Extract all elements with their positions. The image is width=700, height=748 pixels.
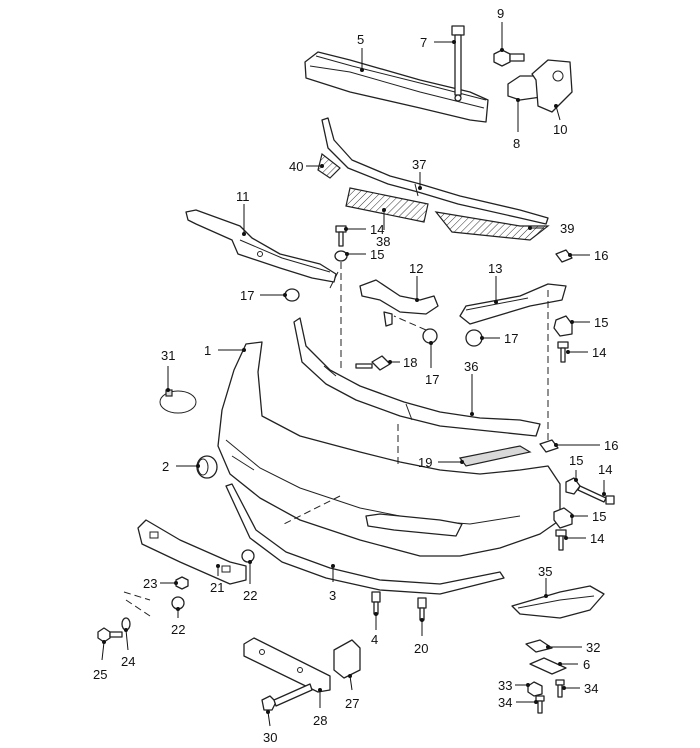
callout-9: 9 [497,6,504,21]
callout-18: 18 [403,355,417,370]
part-grille-center [345,187,429,223]
callout-5: 5 [357,32,364,47]
callout-16-lower: 16 [604,438,618,453]
callout-30: 30 [263,730,277,745]
callout-7: 7 [420,35,427,50]
part-upper-strip [321,117,549,225]
part-spoiler-lip [225,483,505,595]
callout-13: 13 [488,261,502,276]
callout-27: 27 [345,696,359,711]
callout-11: 11 [236,189,250,204]
callout-28: 28 [313,713,327,728]
part-cable [159,389,197,414]
callout-31: 31 [161,348,175,363]
callout-12: 12 [409,261,423,276]
callout-14-right-upper: 14 [592,345,606,360]
part-bolt-30 [261,683,313,711]
callout-15-right-upper: 15 [594,315,608,330]
callout-17-center: 17 [425,372,439,387]
callout-24: 24 [121,654,135,669]
callout-17-right: 17 [504,331,518,346]
callout-25: 25 [93,667,107,682]
callout-6: 6 [583,657,590,672]
callout-8: 8 [513,136,520,151]
callout-20: 20 [414,641,428,656]
callout-19: 19 [418,455,432,470]
part-right-bracket [459,283,567,325]
callout-22-top: 22 [243,588,257,603]
callout-38: 38 [376,234,390,249]
assembly-lines [123,262,549,617]
callout-32: 32 [586,640,600,655]
part-bumper-cover [217,341,561,557]
part-tow-bracket [243,637,361,693]
part-plug [196,455,218,479]
part-bolt-9 [493,49,525,67]
part-fasteners [97,225,615,714]
callout-35: 35 [538,564,552,579]
part-license-bracket [137,519,247,585]
callout-1: 1 [204,343,211,358]
callout-36: 36 [464,359,478,374]
part-left-bracket [185,209,337,283]
callout-15-right-lower: 15 [592,509,606,524]
part-grille-right [434,211,550,241]
part-cross-member [293,317,541,437]
part-air-guide [511,585,605,619]
callout-23: 23 [143,576,157,591]
callout-34-lower: 34 [498,695,512,710]
callout-14-right-mid: 14 [598,462,612,477]
callout-16-upper: 16 [594,248,608,263]
callout-33: 33 [498,678,512,693]
callout-15-right-mid: 15 [569,453,583,468]
callout-10: 10 [553,122,567,137]
part-center-bracket [359,279,439,327]
part-long-bolt [451,25,465,102]
callout-34-right: 34 [584,681,598,696]
part-trim-strip [458,445,532,467]
callout-2: 2 [162,459,169,474]
part-deformation-element [507,59,573,113]
callout-40: 40 [289,159,303,174]
callout-14-top: 14 [370,222,384,237]
part-grille-left [317,152,341,179]
callout-22-lower: 22 [171,622,185,637]
callout-21: 21 [210,580,224,595]
callout-3: 3 [329,588,336,603]
callout-4: 4 [371,632,378,647]
callouts: 1 2 3 4 5 6 7 8 9 10 11 12 13 [93,6,618,745]
callout-37: 37 [412,157,426,172]
callout-17-left: 17 [240,288,254,303]
callout-39: 39 [560,221,574,236]
callout-14-right-lower: 14 [590,531,604,546]
callout-15-top: 15 [370,247,384,262]
